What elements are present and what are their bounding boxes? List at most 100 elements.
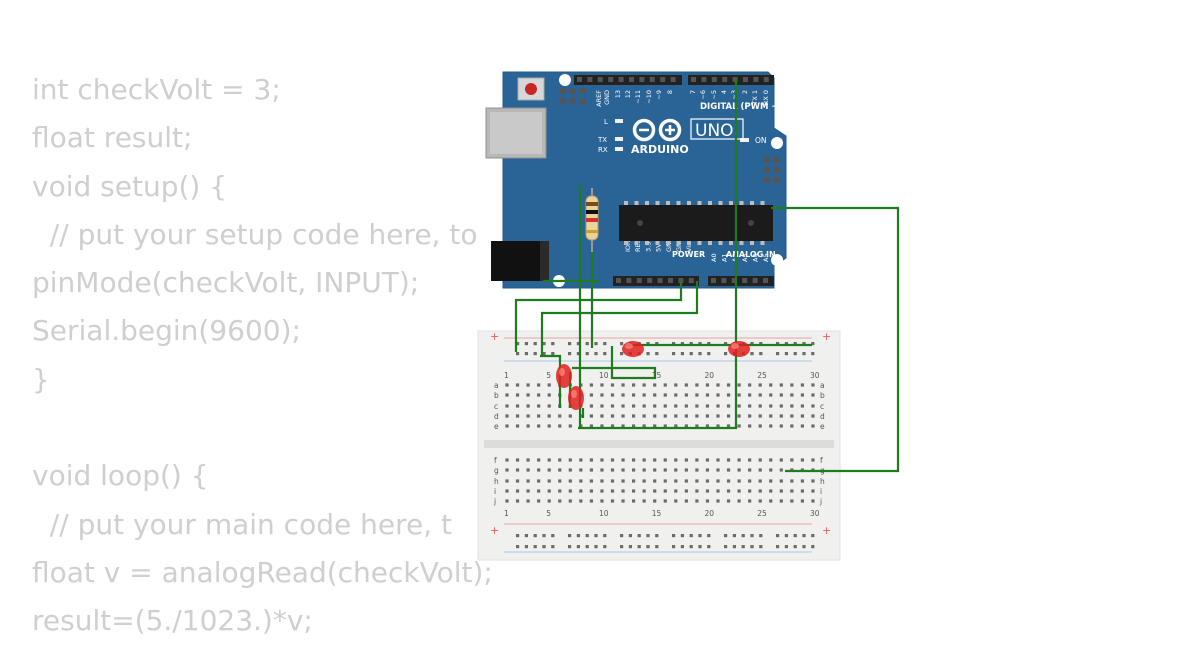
row-letter-label: h <box>494 477 499 486</box>
row-letter-label: i <box>820 487 822 496</box>
wires[interactable] <box>514 79 900 473</box>
led-red[interactable] <box>728 341 750 357</box>
code-line[interactable]: void loop() { <box>32 459 209 493</box>
pin-label: A5 <box>762 253 770 262</box>
pin-label: 13 <box>614 90 622 98</box>
column-number-label: 5 <box>546 371 551 380</box>
led-red[interactable] <box>556 364 572 388</box>
pin-label: ~9 <box>655 90 663 100</box>
led-red[interactable] <box>622 341 644 357</box>
wire <box>771 206 900 473</box>
digital-header-label: DIGITAL (PWM ~) <box>700 102 782 112</box>
pin-label: ~11 <box>634 90 642 104</box>
code-line[interactable]: // put your setup code here, to <box>32 217 478 251</box>
led-red[interactable] <box>568 386 584 410</box>
column-number-label: 30 <box>810 509 820 518</box>
rail-plus-label: + <box>490 524 499 537</box>
rx-led-icon <box>615 147 623 151</box>
column-number-label: 5 <box>546 509 551 518</box>
pin-label: A4 <box>752 253 760 262</box>
l-led-label: L <box>604 118 608 126</box>
row-letter-label: g <box>494 466 499 475</box>
pin-label: 7 <box>689 90 697 94</box>
digital-header-left[interactable] <box>574 75 682 85</box>
rx-led-label: RX <box>598 146 608 154</box>
tx-led-icon <box>615 137 623 141</box>
row-letter-label: j <box>819 497 822 506</box>
code-line[interactable]: float v = analogRead(checkVolt); <box>32 555 493 589</box>
pin-label: A3 <box>741 253 749 262</box>
atmega-chip <box>619 205 773 241</box>
code-line[interactable]: } <box>32 362 50 396</box>
code-line[interactable]: float result; <box>32 121 193 155</box>
column-number-label: 30 <box>810 371 820 380</box>
column-number-label: 10 <box>599 371 609 380</box>
resistor[interactable] <box>585 188 599 252</box>
column-number-label: 10 <box>599 509 609 518</box>
row-letter-label: e <box>820 422 825 431</box>
pin-label: A2 <box>731 253 739 262</box>
analog-header-label: ANALOG IN <box>726 250 776 259</box>
row-letter-label: e <box>494 422 499 431</box>
row-letter-label: i <box>494 487 496 496</box>
pin-label: ~10 <box>645 90 653 104</box>
rail-plus-label: + <box>490 330 499 343</box>
row-letter-label: f <box>494 456 497 465</box>
power-header-label: POWER <box>672 250 705 259</box>
pin-label: TX 1 <box>751 90 759 106</box>
pin-label: 12 <box>624 90 632 98</box>
pin-label: A1 <box>720 253 728 262</box>
code-line[interactable]: pinMode(checkVolt, INPUT); <box>32 266 420 300</box>
column-number-label: 20 <box>704 371 714 380</box>
pin-label: AREF <box>595 90 603 107</box>
wire <box>540 281 699 356</box>
code-line[interactable]: Serial.begin(9600); <box>32 314 301 348</box>
pin-label: ~3 <box>730 90 738 100</box>
row-letter-label: a <box>820 381 825 390</box>
breadboard-holes <box>505 342 815 549</box>
pin-label: 5V <box>655 243 663 252</box>
row-letter-label: h <box>820 477 825 486</box>
column-number-label: 20 <box>704 509 714 518</box>
column-number-label: 15 <box>652 371 662 380</box>
pin-label: 8 <box>666 90 674 94</box>
column-number-label: 15 <box>652 509 662 518</box>
row-letter-label: d <box>820 412 825 421</box>
digital-header-right[interactable] <box>688 75 774 85</box>
code-line[interactable]: void setup() { <box>32 169 228 203</box>
analog-header[interactable] <box>708 276 774 286</box>
pin-label: A0 <box>710 253 718 262</box>
led-components[interactable] <box>556 341 750 410</box>
pin-label: GND <box>603 90 611 105</box>
wire <box>578 79 738 430</box>
power-jack <box>491 241 549 281</box>
row-letter-label: j <box>493 497 496 506</box>
row-letter-label: d <box>494 412 499 421</box>
tx-led-label: TX <box>597 136 607 144</box>
row-letter-label: c <box>820 402 824 411</box>
pin-label: ~5 <box>710 90 718 100</box>
row-letter-label: c <box>494 402 498 411</box>
row-letter-label: f <box>820 456 823 465</box>
column-number-label: 1 <box>504 509 509 518</box>
power-header[interactable] <box>613 276 699 286</box>
row-letter-label: a <box>494 381 499 390</box>
arduino-logo-text: ARDUINO <box>631 143 689 156</box>
pin-label: RX 0 <box>762 90 770 105</box>
pin-label: ~6 <box>699 90 707 100</box>
code-line[interactable]: int checkVolt = 3; <box>32 73 281 106</box>
row-letter-label: b <box>494 391 499 400</box>
code-line[interactable]: // put your main code here, t <box>32 507 452 541</box>
code-editor[interactable]: int checkVolt = 3; float result; void setu… <box>32 66 493 646</box>
pin-label: 2 <box>741 90 749 94</box>
wire <box>514 281 683 352</box>
column-number-label: 25 <box>757 509 767 518</box>
pin-label: 4 <box>720 90 728 94</box>
wire <box>540 354 562 408</box>
column-number-label: 1 <box>504 371 509 380</box>
arduino-infinity-logo-icon <box>632 118 682 142</box>
